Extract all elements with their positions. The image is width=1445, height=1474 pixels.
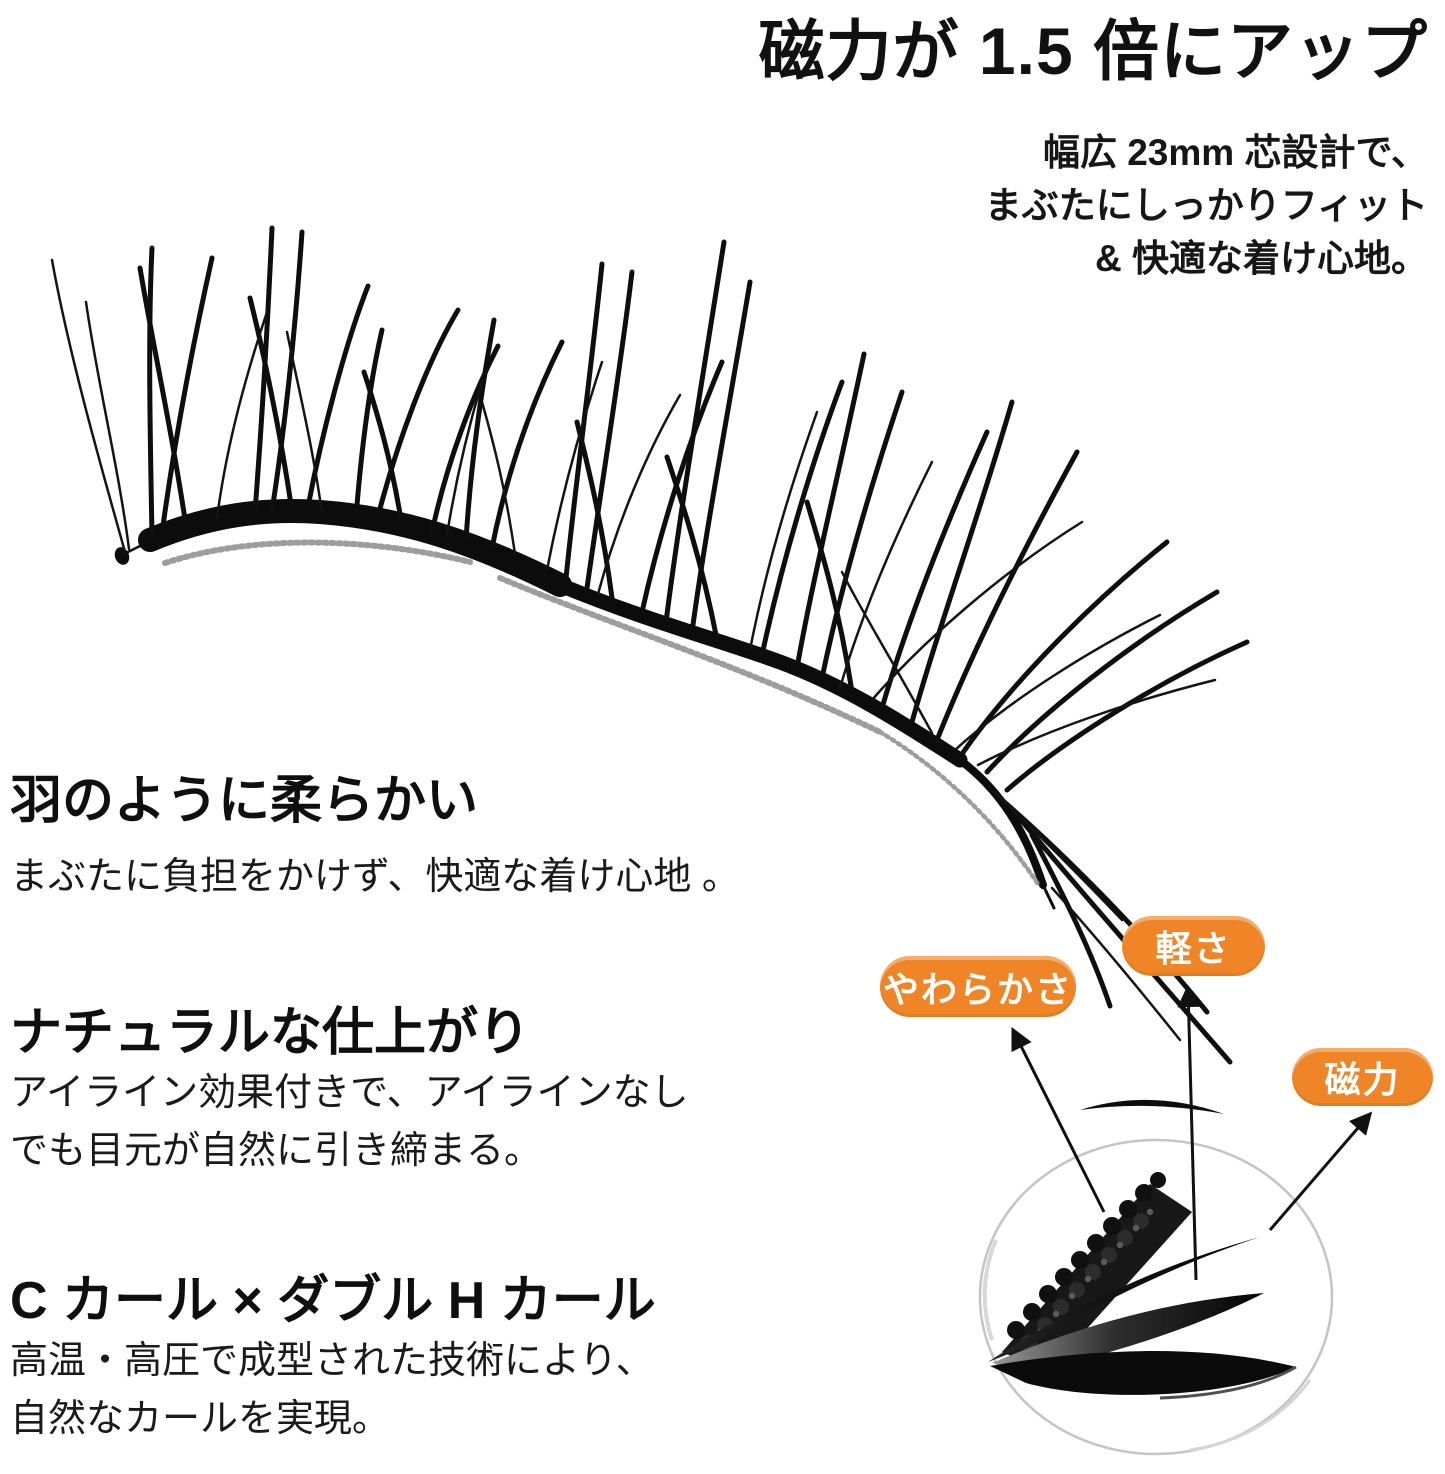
lash-band-texture [162,539,1041,887]
feature-body-soft: まぶたに負担をかけず、快適な着け心地 。 [10,848,740,906]
feature-body-curl-line-2: 自然なカールを実現。 [10,1398,391,1440]
feature-body-curl: 高温・高圧で成型された技術により、 自然なカールを実現。 [10,1332,654,1448]
callout-pill-magnetism: 磁力 [1292,1048,1433,1106]
feature-heading-natural: ナチュラルな仕上がり [10,1004,531,1062]
feature-body-natural-line-2: でも目元が自然に引き締まる。 [10,1130,543,1172]
subtitle-line-3: & 快適な着け心地。 [1095,238,1428,279]
callout-pill-softness: やわらかさ [880,956,1076,1017]
lash-hairs [137,225,1250,1065]
lash-hairs-thin [50,258,1217,1042]
lash-band [114,498,1056,910]
feature-heading-curl: C カール × ダブル H カール [10,1272,656,1330]
arrow-to-softness [1011,1026,1106,1213]
subtitle-line-2: まぶたにしっかりフィット [984,185,1428,226]
feature-body-natural: アイライン効果付きで、アイラインなし でも目元が自然に引き締まる。 [10,1064,689,1180]
callout-label-lightness: 軽さ [1155,928,1232,969]
arrow-to-lightness [1177,984,1200,1281]
single-lash-sliver [1080,1099,1224,1114]
feature-body-curl-line-1: 高温・高圧で成型された技術により、 [10,1340,654,1382]
callout-pill-lightness: 軽さ [1122,916,1265,976]
header-subtitle: 幅広 23mm 芯設計で、 まぶたにしっかりフィット & 快適な着け心地。 [985,126,1428,285]
callout-label-magnetism: 磁力 [1324,1059,1401,1100]
feature-heading-soft: 羽のように柔らかい [10,772,479,830]
feature-body-natural-line-1: アイライン効果付きで、アイラインなし [10,1072,689,1114]
magnified-lash-band-illustration [988,1099,1297,1400]
subtitle-line-1: 幅広 23mm 芯設計で、 [1042,132,1428,173]
false-eyelash-strip-illustration [50,225,1250,1065]
page-title: 磁力が 1.5 倍にアップ [758,14,1428,88]
callout-label-softness: やわらかさ [882,968,1073,1010]
arrow-to-magnetism [1268,1111,1373,1231]
magnifier-circle [978,1138,1334,1456]
annotation-arrows [1011,984,1373,1281]
feature-body-soft-line-1: まぶたに負担をかけず、快適な着け心地 。 [10,856,740,898]
